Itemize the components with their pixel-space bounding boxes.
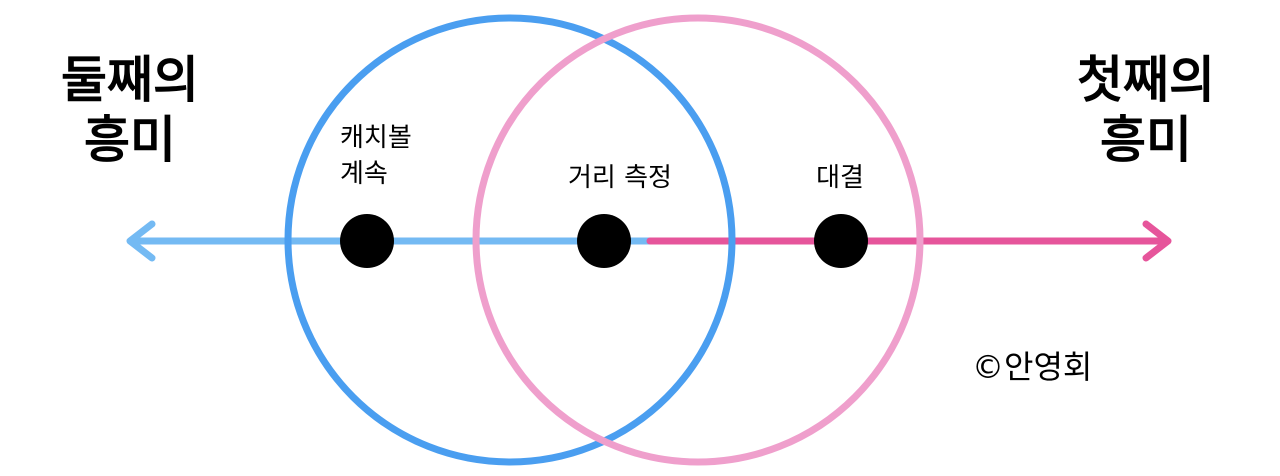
distance-label: 거리 측정	[568, 163, 672, 193]
left-title: 둘째의 흥미	[40, 50, 220, 170]
right-title-line1: 첫째의	[1077, 51, 1215, 109]
duel-label: 대결	[816, 163, 864, 193]
dot-duel	[814, 214, 868, 268]
catch-label: 캐치볼 계속	[340, 120, 412, 192]
catch-label-line2: 계속	[340, 159, 388, 189]
right-circle	[472, 14, 924, 466]
right-arrow-head	[1142, 220, 1172, 262]
dot-catch	[340, 214, 394, 268]
credit-text: ©안영회	[972, 348, 1093, 386]
catch-label-line1: 캐치볼	[340, 123, 412, 153]
left-title-line1: 둘째의	[61, 51, 199, 109]
right-title: 첫째의 흥미	[1056, 50, 1236, 170]
left-arrow-head	[126, 220, 156, 262]
right-title-line2: 흥미	[1100, 111, 1192, 169]
left-title-line2: 흥미	[84, 111, 176, 169]
left-circle	[284, 14, 736, 466]
dot-distance	[577, 214, 631, 268]
